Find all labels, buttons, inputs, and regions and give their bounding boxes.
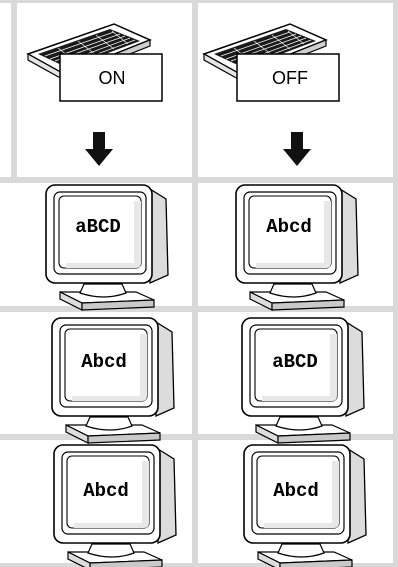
screen-text: Abcd: [273, 480, 319, 502]
label-box-on: [59, 53, 163, 102]
down-arrow-icon-on: [85, 132, 113, 166]
screen-text: Abcd: [266, 216, 312, 238]
screen-text: Abcd: [83, 480, 129, 502]
monitor-icon: [45, 184, 169, 311]
monitor-row-3: Abcd Abcd: [53, 444, 367, 567]
monitor-icon: [53, 444, 177, 567]
keyboard-label-off: OFF: [272, 68, 308, 88]
keyboard-label-on: ON: [99, 68, 126, 88]
monitor-icon: [241, 317, 365, 444]
monitor-row-2: Abcd aBCD: [51, 317, 365, 444]
label-box-off: [236, 53, 340, 102]
monitor-icon: [51, 317, 175, 444]
screen-text: aBCD: [272, 351, 318, 373]
monitor-row-1: aBCD Abcd: [45, 184, 359, 311]
monitor-icon: [243, 444, 367, 567]
monitor-icon: [235, 184, 359, 311]
screen-text: aBCD: [75, 216, 121, 238]
keyboard-header-off: OFF: [203, 23, 340, 166]
down-arrow-icon-off: [283, 132, 311, 166]
screen-text: Abcd: [81, 351, 127, 373]
keyboard-header-on: ON: [27, 23, 163, 166]
